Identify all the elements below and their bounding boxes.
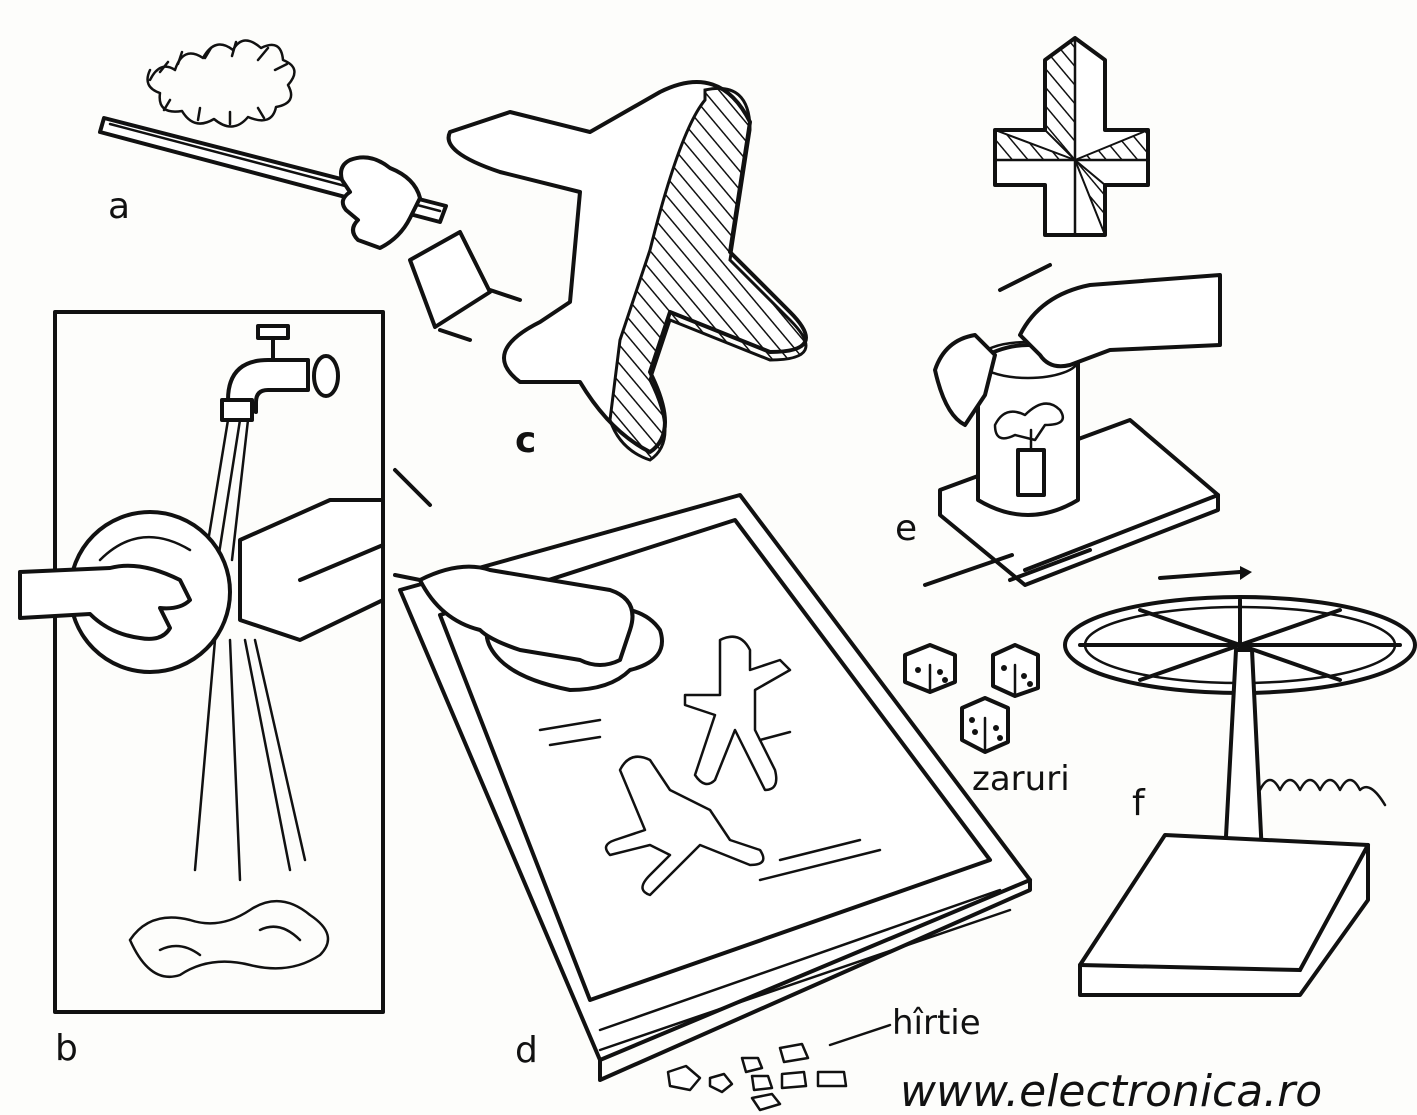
label-paper: hîrtie (892, 1003, 981, 1043)
hand-holding-balloon (20, 566, 190, 639)
wall-ledge (240, 500, 383, 640)
fluff-cloud (148, 40, 295, 126)
panel-b-frame (55, 312, 383, 1012)
label-a: a (108, 186, 130, 227)
panel-c-paper-shape (449, 82, 806, 460)
paper-scraps (668, 1025, 890, 1110)
label-d: d (515, 1030, 538, 1071)
water-stream (195, 420, 305, 880)
hand-holding-rod (341, 157, 420, 248)
hand-right-e (1020, 275, 1220, 366)
panel-d-tray (395, 470, 1030, 1080)
sleeve-a (410, 232, 490, 327)
panel-b-faucet (20, 312, 383, 1012)
fur-strip (1260, 780, 1385, 805)
watermark: www.electronica.ro (900, 1066, 1322, 1115)
die-2 (993, 645, 1038, 696)
label-f: f (1132, 783, 1146, 824)
label-b: b (55, 1028, 78, 1069)
die-1 (905, 645, 955, 692)
label-e: e (895, 508, 917, 549)
cross-shape (995, 38, 1148, 235)
die-3 (962, 698, 1008, 752)
base-block-f (1080, 835, 1368, 995)
panel-a-rod-and-hair (100, 40, 520, 340)
candle (1018, 450, 1044, 495)
water-splash (130, 901, 328, 977)
dice (905, 645, 1038, 752)
panel-f-spinner (1065, 566, 1415, 995)
rotation-arrow (1160, 572, 1240, 578)
label-c: c (515, 420, 536, 461)
label-dice: zaruri (972, 759, 1070, 799)
panel-e-cylinder (925, 38, 1220, 585)
